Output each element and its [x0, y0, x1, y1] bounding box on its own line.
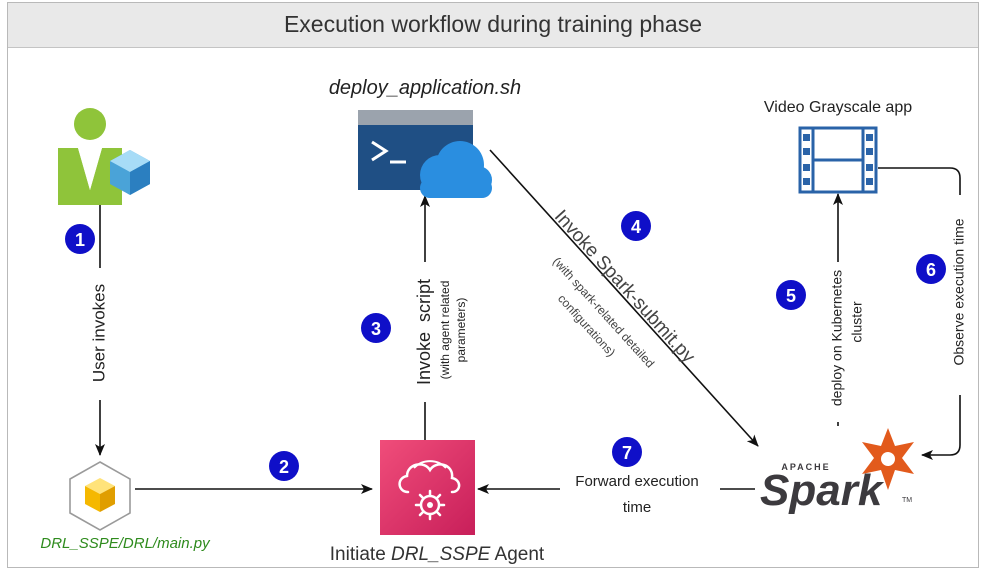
app-label: Video Grayscale app [764, 99, 912, 116]
diagram-frame [7, 2, 979, 568]
diagram-title: Execution workflow during training phase [284, 11, 702, 37]
step-badge-7: 7 [612, 437, 642, 467]
script-label: deploy_application.sh [329, 77, 521, 99]
main-py-label: DRL_SSPE/DRL/main.py [40, 535, 211, 552]
step-3-number: 3 [371, 319, 381, 339]
step-2-number: 2 [279, 457, 289, 477]
agent-label-prefix: Initiate [330, 544, 391, 565]
step-3-sub2: parameters) [454, 298, 468, 363]
python-module-icon [69, 461, 131, 531]
terminal-cloud-icon [358, 110, 492, 198]
spark-tm: TM [902, 497, 912, 504]
agent-label: Initiate DRL_SSPE Agent [330, 544, 545, 565]
step-7-label: Forward execution [575, 473, 698, 490]
agent-label-suffix: Agent [490, 544, 545, 565]
step-7-number: 7 [622, 443, 632, 463]
film-strip-icon [798, 126, 878, 194]
step-badge-1: 1 [65, 224, 95, 254]
spark-brand-small: APACHE [781, 462, 830, 472]
apache-spark-logo: APACHE Spark TM [760, 428, 914, 515]
step-5-sub1: cluster [849, 301, 865, 343]
arrow-step-4 [489, 149, 759, 447]
title-bar [8, 3, 978, 48]
step-6-label: Observe execution time [951, 218, 967, 365]
arrow-step-6 [878, 167, 961, 460]
step-1-label: User invokes [89, 284, 108, 382]
agent-cloud-gear-icon [380, 440, 475, 535]
step-badge-5: 5 [776, 280, 806, 310]
step-1-number: 1 [75, 230, 85, 250]
step-badge-3: 3 [361, 313, 391, 343]
step-5-number: 5 [786, 286, 796, 306]
step-5-label: deploy on Kubernetes [829, 270, 845, 406]
step-3-sub1: (with agent related [438, 281, 452, 380]
step-3-label: Invoke script [414, 279, 434, 385]
step-4-number: 4 [631, 217, 641, 237]
step-badge-6: 6 [916, 254, 946, 284]
user-icon [58, 108, 150, 205]
agent-label-italic: DRL_SSPE [391, 544, 491, 565]
step-7-sub1: time [623, 499, 651, 516]
step-6-number: 6 [926, 260, 936, 280]
step-badge-4: 4 [621, 211, 651, 241]
step-badge-2: 2 [269, 451, 299, 481]
spark-brand: Spark [760, 466, 885, 515]
